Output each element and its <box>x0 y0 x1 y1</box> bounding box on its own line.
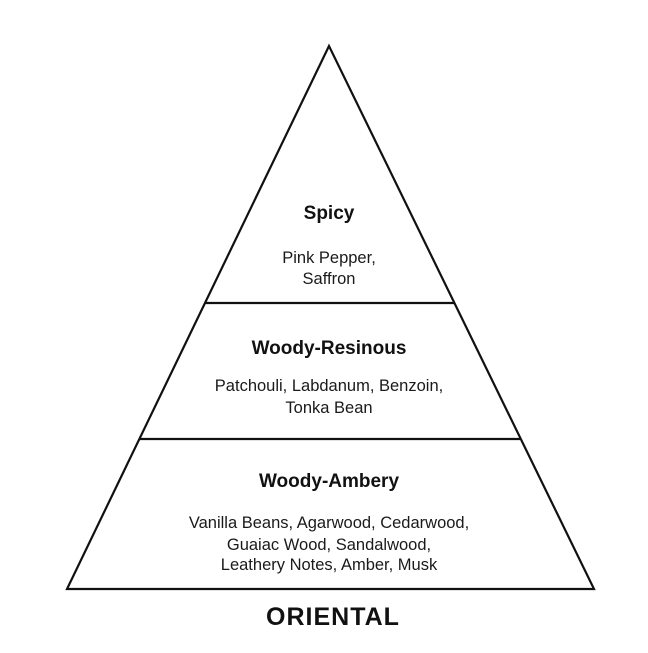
tier-bottom-notes-line-2: Guaiac Wood, Sandalwood, <box>227 536 431 554</box>
tier-middle: Woody-Resinous Patchouli, Labdanum, Benz… <box>215 338 443 417</box>
tier-middle-notes-line-2: Tonka Bean <box>285 399 372 417</box>
tier-middle-title: Woody-Resinous <box>252 338 407 359</box>
tier-top-notes-line-1: Pink Pepper, <box>282 249 376 267</box>
pyramid-outline <box>65 43 596 591</box>
tier-middle-notes-line-1: Patchouli, Labdanum, Benzoin, <box>215 377 443 395</box>
tier-bottom-notes-line-3: Leathery Notes, Amber, Musk <box>221 556 438 574</box>
tier-top-notes-line-2: Saffron <box>303 270 356 288</box>
fragrance-family-label: ORIENTAL <box>266 603 400 631</box>
tier-bottom-notes-line-1: Vanilla Beans, Agarwood, Cedarwood, <box>189 514 469 532</box>
tier-bottom-title: Woody-Ambery <box>259 471 399 492</box>
tier-top: Spicy Pink Pepper, Saffron <box>282 203 376 288</box>
tier-bottom: Woody-Ambery Vanilla Beans, Agarwood, Ce… <box>189 471 469 574</box>
tier-top-title: Spicy <box>304 203 355 224</box>
